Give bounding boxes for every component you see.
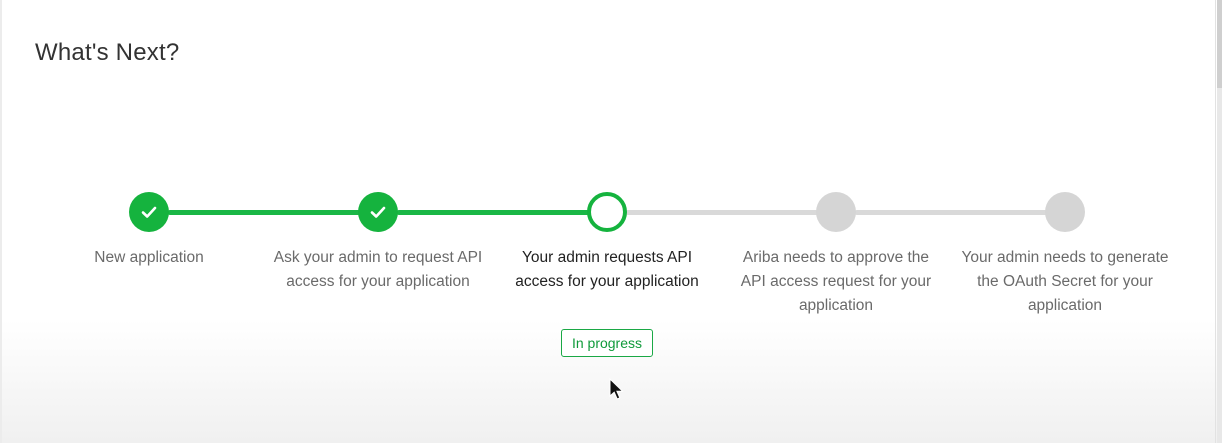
step-4-indicator [816,192,856,232]
step-2-label: Ask your admin to request API access for… [273,249,483,290]
step-5-label: Your admin needs to generate the OAuth S… [961,249,1169,314]
step-3-label: Your admin requests API access for your … [515,249,699,290]
status-badge: In progress [561,329,653,357]
scrollbar[interactable] [1217,0,1222,443]
step-2-indicator [358,192,398,232]
mouse-pointer-icon [609,378,624,400]
connector-step3-step4 [626,210,818,215]
step-3-indicator [587,192,627,232]
check-icon [370,206,386,218]
connector-step1-step2 [168,210,360,215]
connector-step2-step3 [397,210,589,215]
check-icon [141,206,157,218]
scrollbar-thumb[interactable] [1217,0,1222,88]
step-1-indicator [129,192,169,232]
step-5-indicator [1045,192,1085,232]
step-4-label: Ariba needs to approve the API access re… [740,249,932,314]
step-1-label: New application [94,249,204,266]
panel-left-edge [0,0,2,443]
page-title: What's Next? [35,39,180,67]
connector-step4-step5 [855,210,1047,215]
